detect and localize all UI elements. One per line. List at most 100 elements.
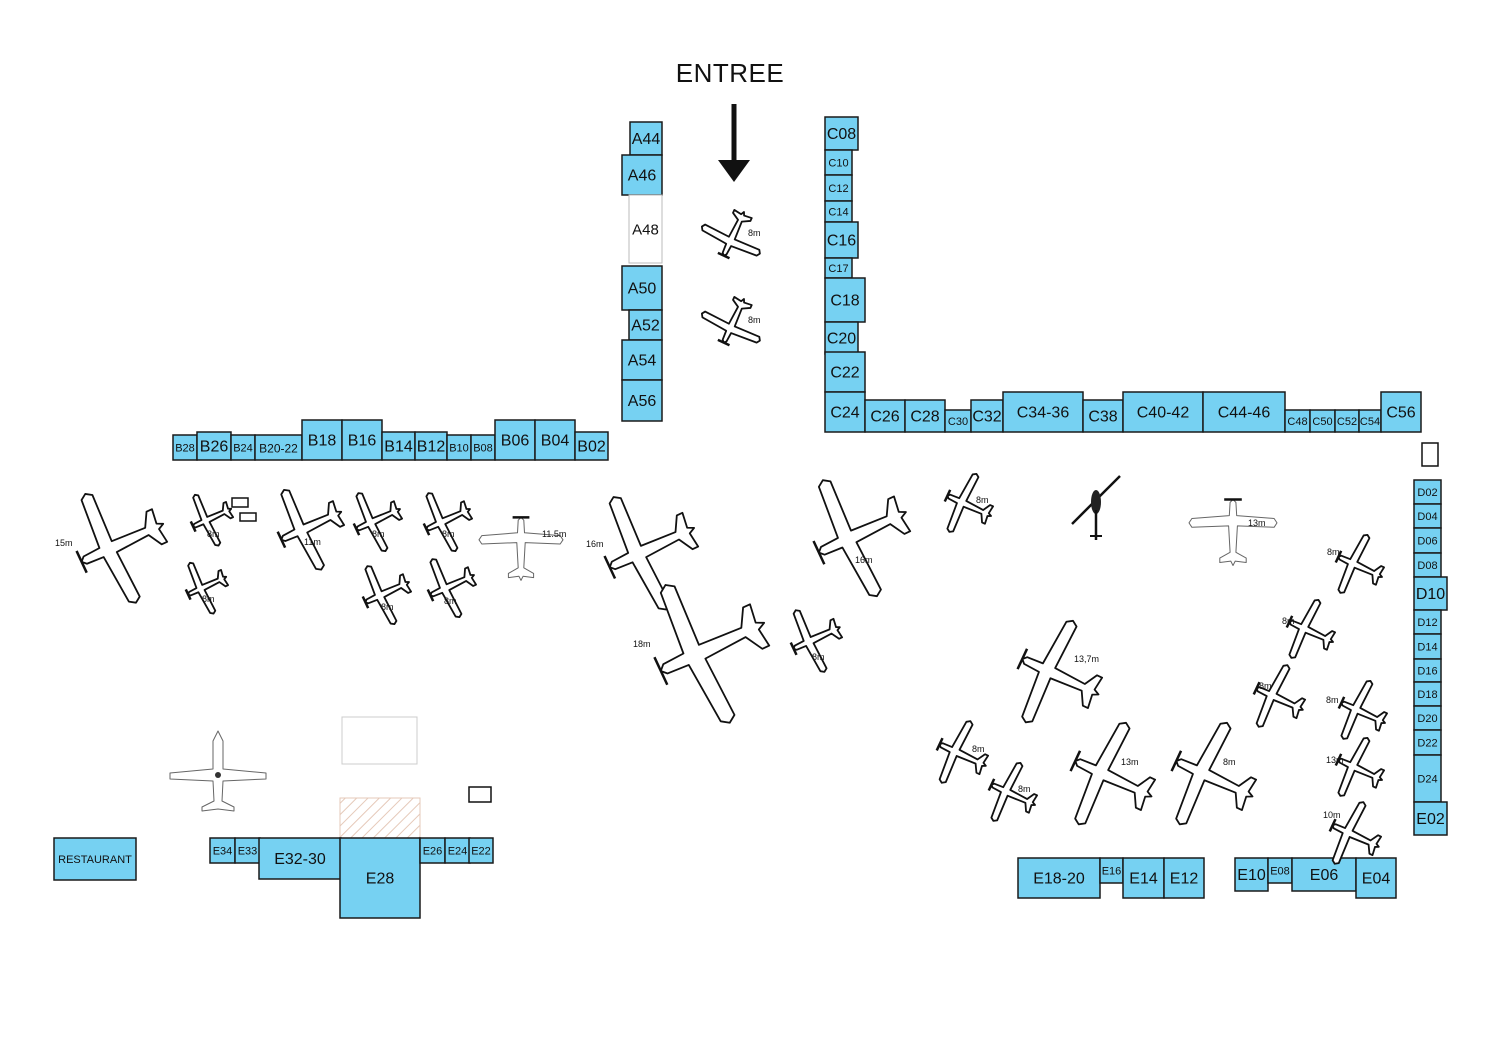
booth-c26[interactable]: C26: [864, 399, 906, 433]
booth-box[interactable]: [196, 431, 232, 461]
booth-box[interactable]: [1413, 729, 1442, 756]
booth-c28[interactable]: C28: [904, 399, 946, 433]
booth-d12[interactable]: D12: [1413, 609, 1442, 635]
booth-c48[interactable]: C48: [1284, 409, 1311, 433]
booth-b10[interactable]: B10: [446, 434, 472, 461]
booth-box[interactable]: [1002, 391, 1084, 433]
booth-box[interactable]: [621, 265, 663, 311]
booth-e16[interactable]: E16: [1099, 857, 1124, 884]
booth-e34[interactable]: E34: [209, 837, 236, 864]
booth-c22[interactable]: C22: [824, 351, 866, 393]
booth-a44[interactable]: A44: [629, 121, 663, 156]
booth-box[interactable]: [970, 399, 1004, 433]
booth-d06[interactable]: D06: [1413, 527, 1442, 554]
booth-b02[interactable]: B02: [574, 431, 609, 461]
booth-box[interactable]: [1234, 857, 1269, 892]
booth-a52[interactable]: A52: [628, 309, 663, 341]
booth-b14[interactable]: B14: [381, 431, 416, 461]
booth-a48[interactable]: A48: [628, 194, 663, 264]
booth-box[interactable]: [629, 121, 663, 156]
booth-box[interactable]: [1413, 609, 1442, 635]
booth-d14[interactable]: D14: [1413, 633, 1442, 660]
booth-e14[interactable]: E14: [1122, 857, 1165, 899]
booth-box[interactable]: [574, 431, 609, 461]
booth-b06[interactable]: B06: [494, 419, 536, 461]
booth-a46[interactable]: A46: [621, 154, 663, 196]
booth-c24[interactable]: C24: [824, 391, 866, 433]
booth-box[interactable]: [446, 434, 472, 461]
booth-c34-36[interactable]: C34-36: [1002, 391, 1084, 433]
booth-restaurant[interactable]: RESTAURANT: [53, 837, 137, 881]
booth-c56[interactable]: C56: [1380, 391, 1422, 433]
booth-a56[interactable]: A56: [621, 379, 663, 422]
booth-b12[interactable]: B12: [414, 431, 448, 461]
booth-d16[interactable]: D16: [1413, 658, 1442, 683]
booth-box[interactable]: [904, 399, 946, 433]
booth-box[interactable]: [258, 837, 342, 880]
booth-e26[interactable]: E26: [419, 837, 446, 864]
booth-box[interactable]: [339, 837, 421, 919]
booth-box[interactable]: [419, 837, 446, 864]
booth-d04[interactable]: D04: [1413, 503, 1442, 529]
booth-d10[interactable]: D10: [1413, 576, 1448, 611]
booth-box[interactable]: [621, 154, 663, 196]
booth-e28[interactable]: E28: [339, 837, 421, 919]
booth-box[interactable]: [1291, 857, 1357, 892]
booth-c12[interactable]: C12: [824, 174, 853, 202]
booth-c44-46[interactable]: C44-46: [1202, 391, 1286, 433]
booth-e10[interactable]: E10: [1234, 857, 1269, 892]
booth-box[interactable]: [172, 434, 198, 461]
booth-box[interactable]: [381, 431, 416, 461]
booth-box[interactable]: [254, 434, 303, 461]
booth-c54[interactable]: C54: [1358, 409, 1382, 433]
booth-box[interactable]: [468, 837, 494, 864]
booth-c20[interactable]: C20: [824, 321, 859, 355]
booth-d24[interactable]: D24: [1413, 754, 1442, 803]
booth-c40-42[interactable]: C40-42: [1122, 391, 1204, 433]
booth-box[interactable]: [230, 434, 256, 461]
booth-b08[interactable]: B08: [470, 434, 496, 461]
booth-e04[interactable]: E04: [1355, 857, 1397, 899]
booth-d02[interactable]: D02: [1413, 479, 1442, 505]
booth-box[interactable]: [824, 391, 866, 433]
booth-e06[interactable]: E06: [1291, 857, 1357, 892]
booth-b24[interactable]: B24: [230, 434, 256, 461]
booth-a54[interactable]: A54: [621, 339, 663, 381]
booth-box[interactable]: [53, 837, 137, 881]
booth-c18[interactable]: C18: [824, 277, 866, 323]
booth-c50[interactable]: C50: [1309, 409, 1336, 433]
booth-e24[interactable]: E24: [444, 837, 471, 864]
booth-box[interactable]: [1267, 857, 1293, 884]
booth-b18[interactable]: B18: [301, 419, 343, 461]
booth-e12[interactable]: E12: [1163, 857, 1205, 899]
booth-box[interactable]: [301, 419, 343, 461]
booth-box[interactable]: [1413, 801, 1448, 836]
booth-e33[interactable]: E33: [234, 837, 261, 864]
booth-c52[interactable]: C52: [1334, 409, 1360, 433]
booth-box[interactable]: [1163, 857, 1205, 899]
booth-box[interactable]: [1017, 857, 1101, 899]
booth-c30[interactable]: C30: [944, 409, 972, 433]
booth-b16[interactable]: B16: [341, 419, 383, 461]
booth-d18[interactable]: D18: [1413, 681, 1442, 707]
booth-e32-30[interactable]: E32-30: [258, 837, 342, 880]
booth-box[interactable]: [234, 837, 261, 864]
booth-box[interactable]: [1413, 527, 1442, 554]
booth-a50[interactable]: A50: [621, 265, 663, 311]
booth-c10[interactable]: C10: [824, 149, 853, 176]
booth-e02[interactable]: E02: [1413, 801, 1448, 836]
booth-d20[interactable]: D20: [1413, 705, 1442, 731]
booth-d08[interactable]: D08: [1413, 552, 1442, 578]
booth-b26[interactable]: B26: [196, 431, 232, 461]
booth-c08[interactable]: C08: [824, 116, 859, 151]
booth-box[interactable]: [1122, 391, 1204, 433]
booth-box[interactable]: [534, 419, 576, 461]
booth-box[interactable]: [1413, 754, 1442, 803]
booth-e08[interactable]: E08: [1267, 857, 1293, 884]
booth-c17[interactable]: C17: [824, 257, 853, 279]
booth-e22[interactable]: E22: [468, 837, 494, 864]
booth-box[interactable]: [1413, 503, 1442, 529]
booth-box[interactable]: [824, 149, 853, 176]
booth-b28[interactable]: B28: [172, 434, 198, 461]
booth-box[interactable]: [621, 379, 663, 422]
